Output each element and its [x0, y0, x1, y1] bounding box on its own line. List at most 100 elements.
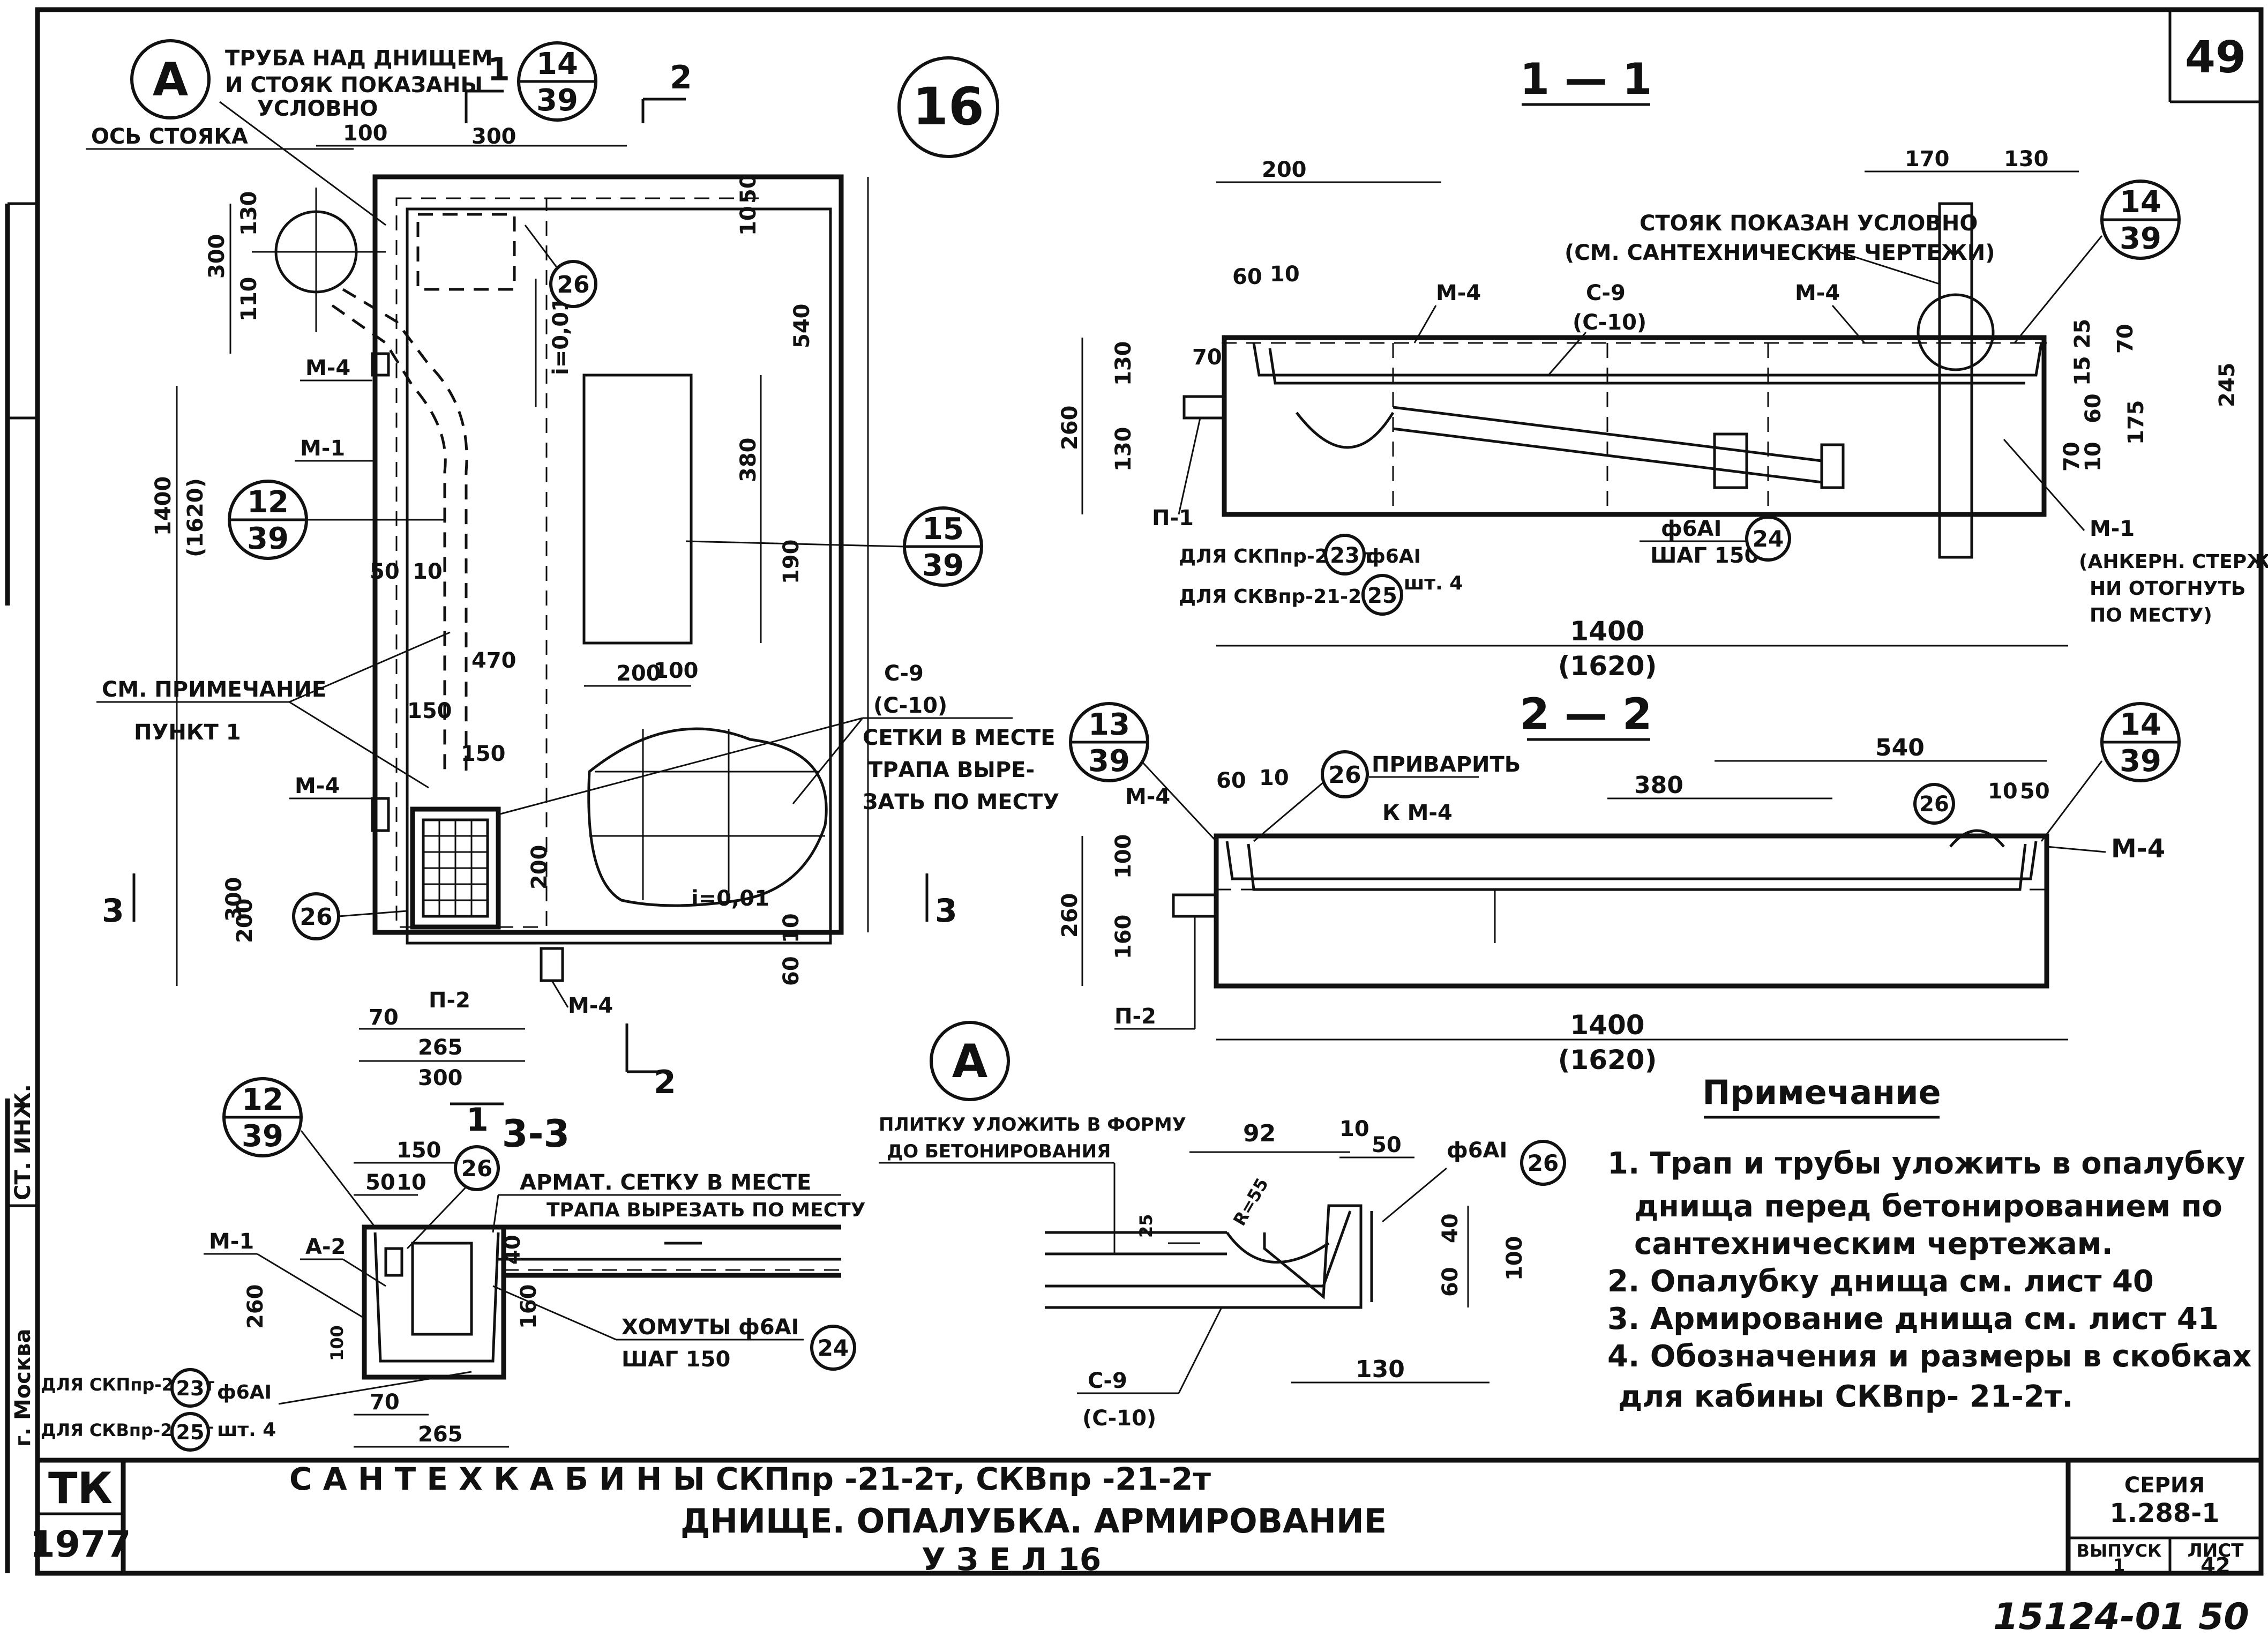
plan-slope-1: i=0,01	[549, 297, 573, 375]
svg-text:40: 40	[500, 1235, 525, 1265]
svg-text:60: 60	[779, 956, 804, 986]
svg-text:170: 170	[1905, 147, 1950, 171]
svg-text:26: 26	[1919, 792, 1949, 817]
section-1-1-m4b: М-4	[1795, 281, 1840, 305]
svg-text:110: 110	[237, 277, 261, 322]
section-1-1-body	[1182, 202, 2047, 559]
svg-text:50: 50	[365, 1170, 395, 1195]
title-year: 1977	[29, 1523, 131, 1566]
section-2-2-m4b: М-4	[2111, 834, 2165, 864]
plan-ref-12-39: 12 39	[228, 480, 308, 560]
node-a-bubble-26: 26	[1520, 1140, 1566, 1186]
svg-text:24: 24	[1753, 526, 1784, 552]
note-1c: сантехническим чертежам.	[1634, 1227, 2113, 1261]
svg-text:92: 92	[1243, 1120, 1276, 1147]
svg-text:200: 200	[616, 661, 661, 686]
svg-text:1400: 1400	[151, 476, 176, 536]
section-1-1-step150: ШАГ 150	[1650, 543, 1759, 568]
plan-m1: М-1	[300, 436, 345, 461]
section-3-3-dims: 150 50 10 260 100 160 40 70 265	[243, 1138, 541, 1448]
section-2-2-bubble-26b: 26	[1913, 783, 1955, 825]
svg-text:10: 10	[1988, 779, 2018, 804]
note-4a: 4. Обозначения и размеры в скобках	[1607, 1339, 2252, 1374]
svg-text:10: 10	[413, 559, 443, 584]
svg-text:160: 160	[517, 1284, 541, 1329]
svg-text:200: 200	[1262, 158, 1307, 182]
title-line-3: У З Е Л 16	[922, 1541, 1101, 1578]
sheet-value: 42	[2200, 1553, 2230, 1578]
series-value: 1.288-1	[2109, 1498, 2219, 1528]
plan-view: i=0,01 i=0,01	[252, 174, 844, 982]
svg-text:10: 10	[779, 913, 804, 943]
svg-text:R=55: R=55	[1229, 1175, 1273, 1229]
svg-text:25: 25	[1367, 584, 1397, 608]
top-label-line2: И СТОЯК ПОКАЗАНЫ	[225, 73, 483, 98]
svg-text:39: 39	[2120, 221, 2161, 256]
bubble-a-top: A	[130, 39, 211, 119]
section-3-3-clamps-2: ШАГ 150	[622, 1347, 730, 1372]
section-1-1-p1: П-1	[1152, 506, 1194, 530]
svg-text:265: 265	[418, 1035, 463, 1060]
svg-text:50: 50	[1372, 1133, 1402, 1157]
plan-m4b: М-4	[295, 774, 340, 798]
sheet-number: 49	[2185, 32, 2246, 83]
svg-text:10: 10	[1259, 766, 1289, 790]
title-org: ТК	[48, 1463, 113, 1513]
section-3-3-a2: А-2	[305, 1235, 346, 1259]
section-2-2-body	[1172, 829, 2049, 989]
svg-text:26: 26	[461, 1155, 492, 1182]
svg-text:245: 245	[2215, 363, 2240, 408]
top-label-line1: ТРУБА НАД ДНИЩЕМ	[225, 46, 493, 71]
svg-text:265: 265	[418, 1422, 463, 1447]
svg-text:39: 39	[1088, 744, 1130, 779]
svg-text:14: 14	[536, 47, 578, 81]
svg-text:130: 130	[1356, 1356, 1405, 1383]
svg-text:150: 150	[396, 1138, 441, 1163]
svg-text:190: 190	[779, 540, 804, 585]
plan-ref-15-39: 15 39	[903, 506, 983, 587]
svg-text:200: 200	[233, 899, 257, 944]
svg-text:3: 3	[102, 892, 124, 930]
svg-text:130: 130	[1111, 341, 1136, 386]
section-1-1-c10: (С-10)	[1573, 310, 1646, 335]
node-a-c10: (С-10)	[1082, 1406, 1156, 1431]
svg-text:260: 260	[243, 1284, 268, 1329]
svg-text:(1620): (1620)	[183, 478, 208, 557]
svg-text:A: A	[952, 1035, 988, 1088]
svg-text:100: 100	[1111, 834, 1136, 879]
svg-text:15 25: 15 25	[2070, 319, 2095, 386]
svg-text:60: 60	[1232, 265, 1262, 289]
svg-text:540: 540	[1875, 734, 1925, 761]
svg-text:26: 26	[1328, 761, 1361, 789]
section-1-1-rebar-2: ДЛЯ СКВпр-21-2т	[1179, 586, 1373, 608]
section-3-3-phi6: ф6АI	[217, 1381, 272, 1403]
svg-text:540: 540	[790, 304, 814, 349]
svg-text:1400: 1400	[1570, 1010, 1644, 1041]
top-label-line3: УСЛОВНО	[257, 96, 378, 121]
svg-text:13: 13	[1088, 707, 1130, 742]
section-1-1-pcs4: шт. 4	[1404, 572, 1463, 594]
svg-text:25: 25	[1136, 1214, 1156, 1238]
svg-text:39: 39	[536, 83, 578, 118]
svg-text:50: 50	[370, 559, 400, 584]
section-1-1-anchor-1: (АНКЕРН. СТЕРЖ-	[2079, 551, 2268, 573]
section-2-2-dims: 540 380 60 10 10 50 260 100 160 1400 (16…	[1058, 734, 2068, 1075]
svg-text:50: 50	[2020, 779, 2050, 804]
svg-text:130: 130	[237, 191, 261, 236]
svg-text:130: 130	[1111, 427, 1136, 472]
svg-text:10: 10	[1339, 1117, 1369, 1141]
svg-text:300: 300	[205, 234, 229, 279]
side-label-moscow: г. Москва	[11, 1329, 35, 1447]
svg-text:100: 100	[654, 659, 699, 683]
svg-text:150: 150	[461, 742, 506, 766]
svg-text:12: 12	[242, 1082, 283, 1117]
note-2: 2. Опалубку днища см. лист 40	[1607, 1264, 2154, 1299]
section-3-3-note-2: ТРАПА ВЫРЕЗАТЬ ПО МЕСТУ	[547, 1199, 865, 1221]
plan-slope-2: i=0,01	[691, 886, 769, 911]
note-3: 3. Армирование днища см. лист 41	[1607, 1302, 2219, 1336]
svg-text:10: 10	[2081, 442, 2106, 472]
svg-text:10: 10	[736, 206, 761, 236]
svg-text:100: 100	[327, 1325, 347, 1361]
section-3-3-bubble-24: 24	[810, 1325, 856, 1371]
